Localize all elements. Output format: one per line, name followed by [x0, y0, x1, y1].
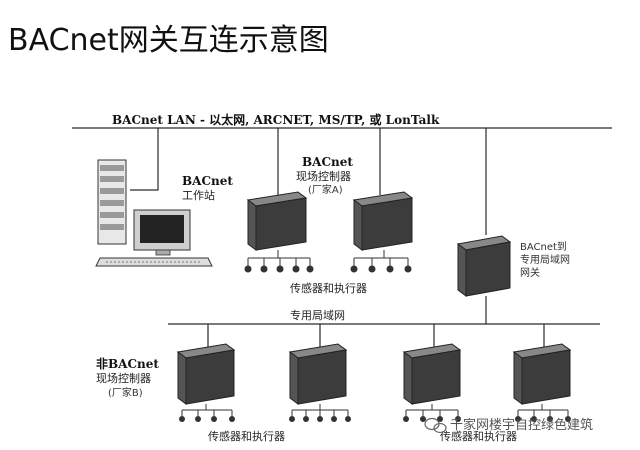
non-bacnet-label-2: 现场控制器 [96, 371, 151, 385]
controller-b3-box [402, 343, 462, 405]
workstation-drop [130, 128, 159, 191]
non-bacnet-label-3: (厂家B) [108, 386, 143, 399]
workstation-label-1: BACnet [182, 174, 233, 188]
controller-a1-box [246, 191, 308, 251]
sensors-actuators-top-label: 传感器和执行器 [290, 281, 367, 295]
sensors-actuators-bottom-right-label: 传感器和执行器 [440, 429, 517, 443]
private-lan-label: 专用局域网 [290, 308, 345, 322]
workstation-icon [95, 159, 213, 267]
sensors-actuators-bottom-left-label: 传感器和执行器 [208, 429, 285, 443]
wechat-logo-icon [424, 417, 447, 434]
field-controller-label-1: BACnet [302, 155, 353, 169]
watermark-text: 千家网楼宇自控绿色建筑 [450, 417, 593, 433]
bacnet-lan-label: BACnet LAN - 以太网, ARCNET, MS/TP, 或 LonTa… [112, 112, 440, 127]
gateway-label-2: 专用局域网 [520, 253, 570, 266]
gateway-label-1: BACnet到 [520, 241, 567, 253]
sensors-b1 [179, 404, 235, 422]
sensors-a1 [244, 250, 314, 273]
sensors-b4 [515, 404, 571, 422]
gateway-label-3: 网关 [520, 266, 540, 279]
field-controller-label-2: 现场控制器 [296, 169, 351, 183]
controller-b4-box [512, 343, 572, 405]
controller-b1-box [176, 343, 236, 405]
sensors-b3 [403, 404, 461, 422]
non-bacnet-label-1: 非BACnet [96, 356, 159, 371]
workstation-label-2: 工作站 [182, 188, 215, 202]
page-title: BACnet网关互连示意图 [8, 23, 329, 58]
gateway-box [456, 235, 512, 297]
sensors-b2 [289, 404, 351, 422]
field-controller-label-3: (厂家A) [308, 183, 343, 196]
controller-b2-box [288, 343, 348, 405]
controller-a2-box [352, 191, 414, 251]
sensors-a2 [350, 250, 412, 273]
